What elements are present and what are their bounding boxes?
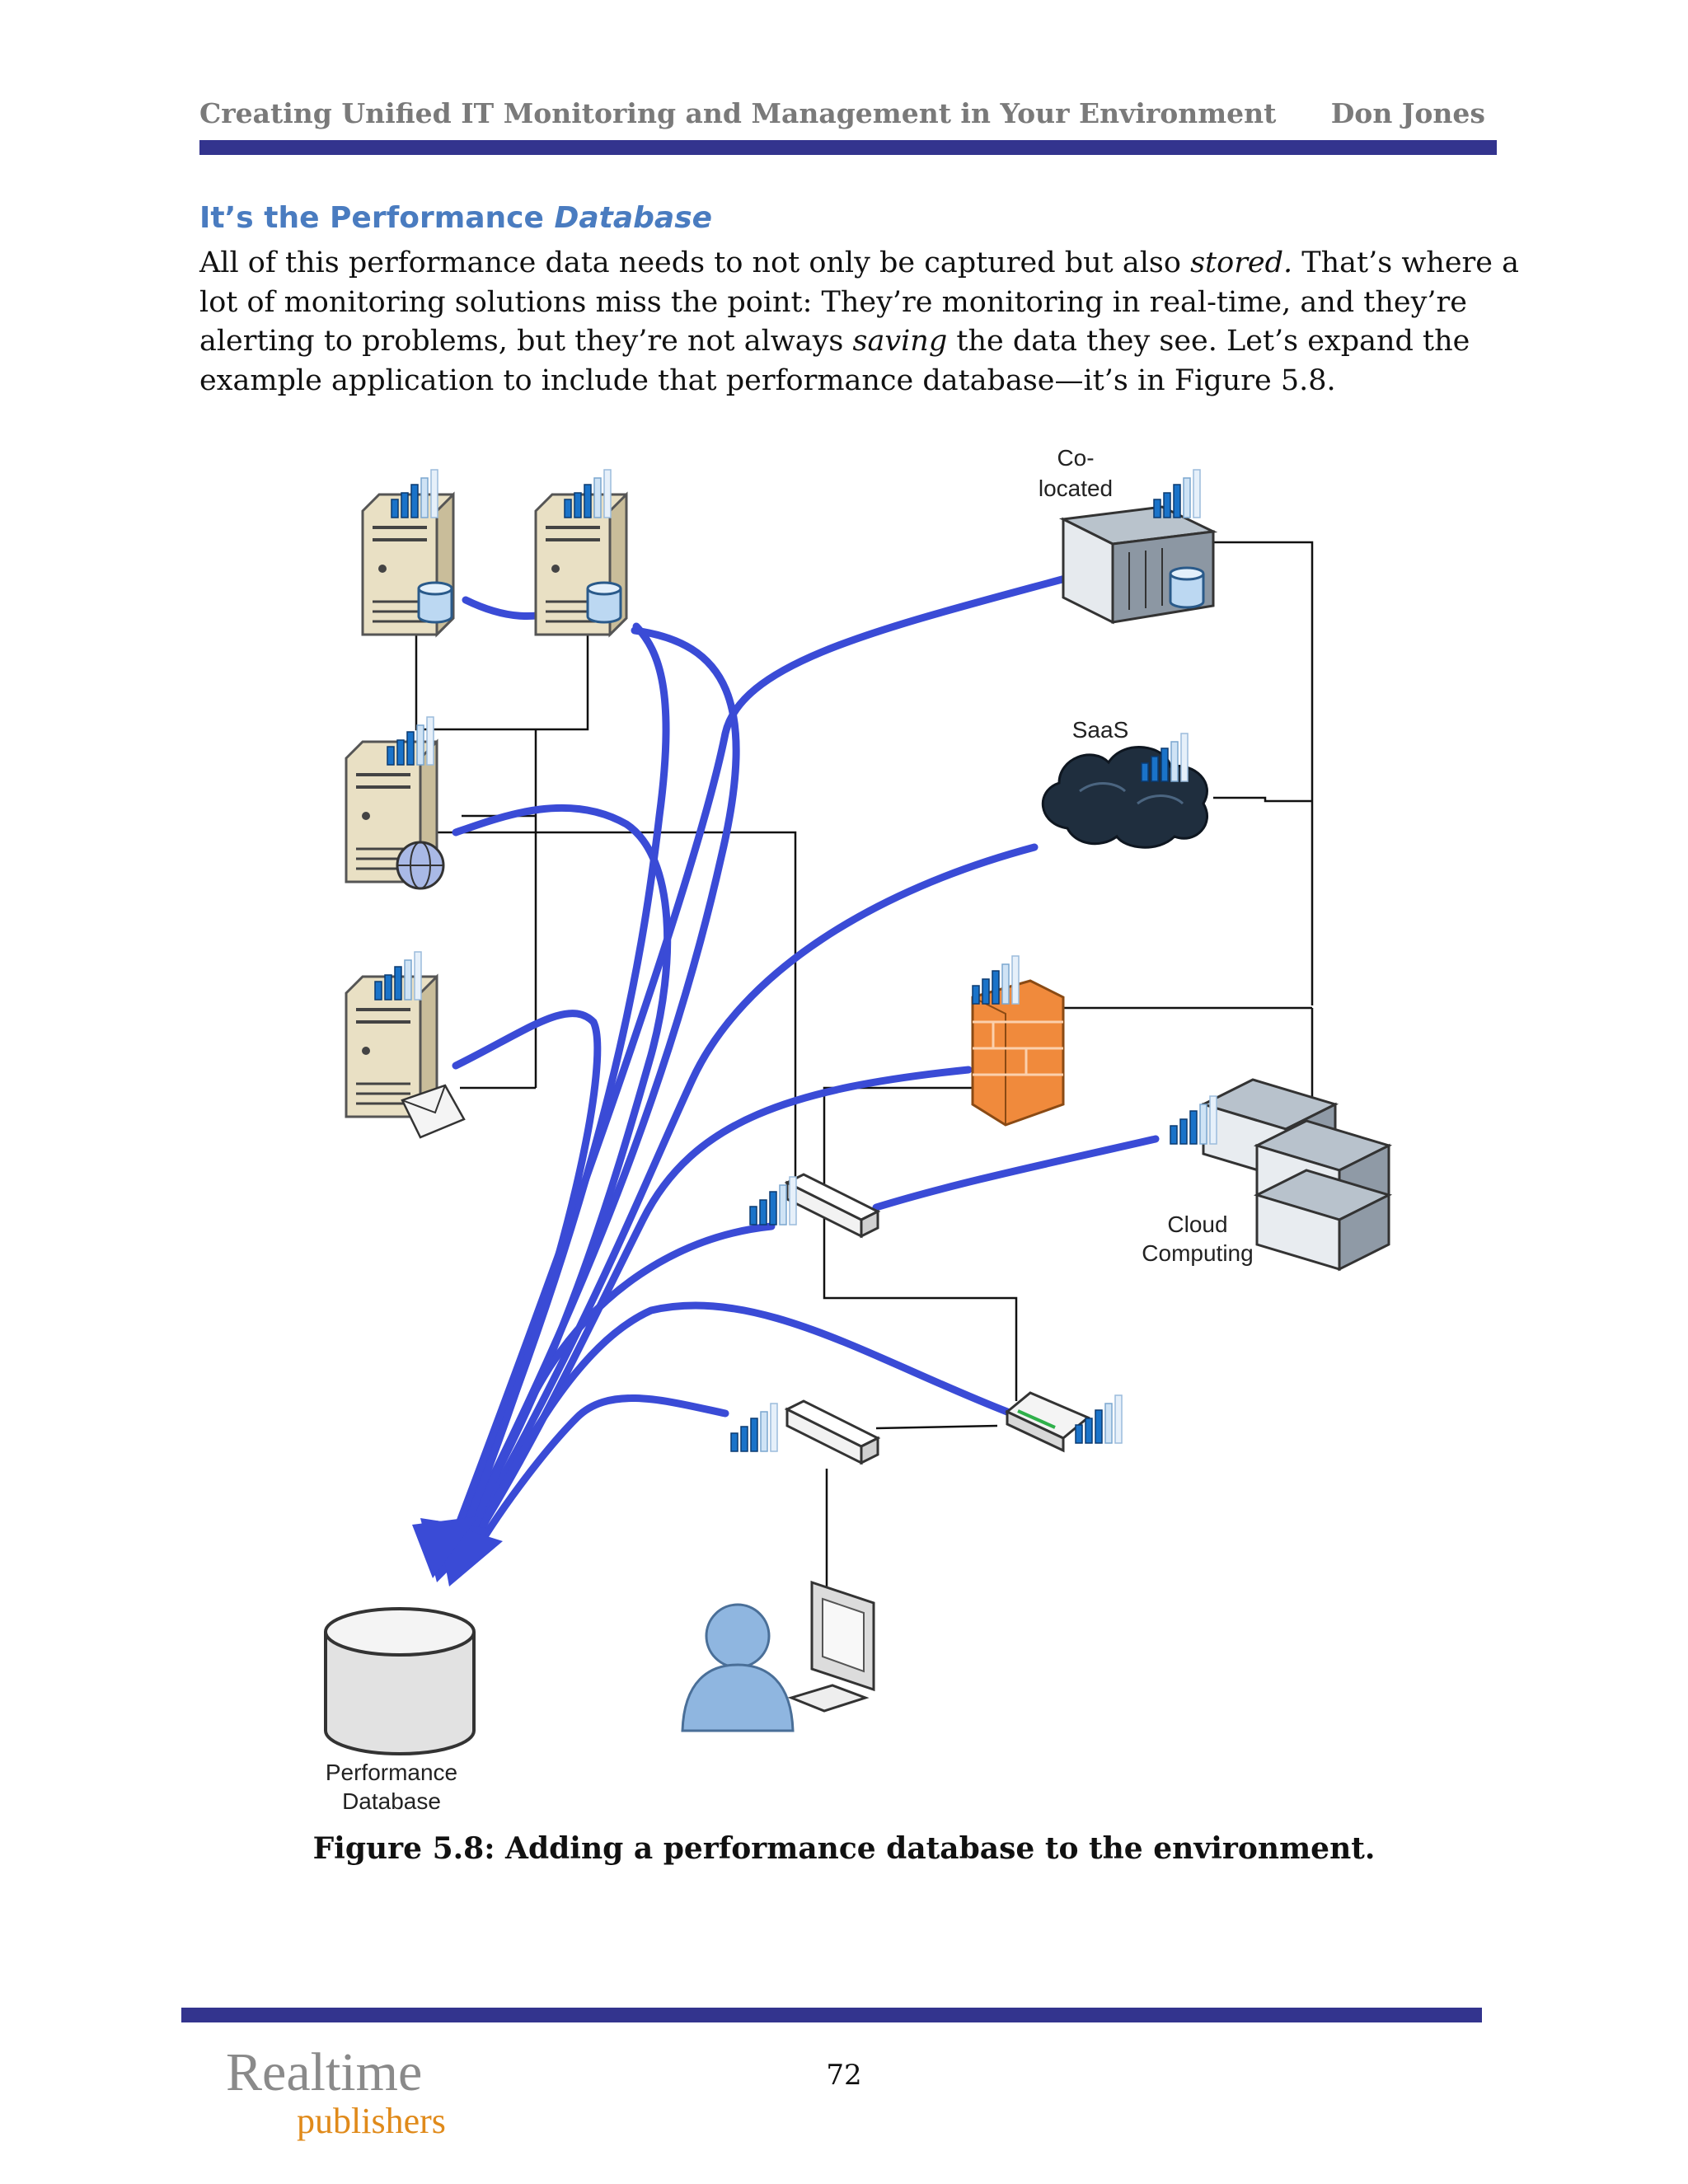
page-number: 72 <box>826 2059 862 2092</box>
core-switch-icon <box>785 1173 879 1238</box>
paragraph-line: lot of monitoring solutions miss the poi… <box>199 284 1510 323</box>
cloud-label-line2: Computing <box>1142 1240 1253 1266</box>
paragraph-line: alerting to problems, but they’re not al… <box>199 322 1510 362</box>
text-run: All of this performance data needs to no… <box>199 246 1191 279</box>
saas-label: SaaS <box>1072 717 1129 743</box>
text-run: alerting to problems, but they’re not al… <box>199 325 853 358</box>
emphasis-stored: stored. <box>1190 246 1293 279</box>
section-heading: It’s the Performance Database <box>199 201 712 235</box>
performance-database-icon <box>324 1607 476 1755</box>
paragraph-line: example application to include that perf… <box>199 362 1510 401</box>
running-header-author: Don Jones <box>1330 97 1485 129</box>
access-switch-icon <box>785 1399 879 1465</box>
envelope-icon <box>401 1084 466 1139</box>
text-run: example application to include that perf… <box>199 363 1336 397</box>
emphasis-saving: saving <box>852 325 948 358</box>
database-label-line2: Database <box>342 1788 441 1813</box>
database-label-line1: Performance <box>326 1760 457 1785</box>
svg-text:publishers: publishers <box>297 2101 446 2141</box>
text-run: That’s where a <box>1292 246 1519 279</box>
realtime-publishers-logo: Realtime publishers <box>226 2042 446 2141</box>
router-icon <box>1005 1391 1090 1453</box>
firewall-icon <box>971 979 1065 1127</box>
globe-icon <box>396 841 445 890</box>
network-diagram: Co- located SaaS Cloud Computing <box>324 445 1390 1813</box>
section-heading-emphasis: Database <box>554 201 713 235</box>
text-run: lot of monitoring solutions miss the poi… <box>199 285 1467 319</box>
figure-caption: Figure 5.8: Adding a performance databas… <box>312 1831 1376 1866</box>
user-icon <box>681 1603 795 1732</box>
svg-text:Realtime: Realtime <box>226 2042 422 2102</box>
running-header-title: Creating Unified IT Monitoring and Manag… <box>199 97 1277 129</box>
colocated-label-line1: Co- <box>1057 445 1094 471</box>
arrow-heads <box>412 1516 503 1586</box>
workstation-icon <box>787 1580 875 1713</box>
header-rule <box>199 140 1497 155</box>
cloud-label-line1: Cloud <box>1167 1212 1227 1237</box>
colocated-label-line2: located <box>1039 476 1113 501</box>
text-run: the data they see. Let’s expand the <box>947 325 1470 358</box>
footer-rule <box>181 2008 1482 2022</box>
paragraph-line: All of this performance data needs to no… <box>199 244 1519 284</box>
body-paragraph: All of this performance data needs to no… <box>199 244 1519 401</box>
section-heading-text: It’s the Performance <box>199 201 555 235</box>
